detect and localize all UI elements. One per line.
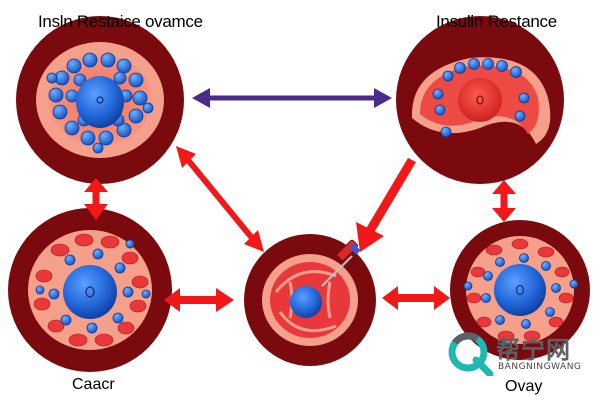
arrow-right-horizontal [382, 286, 450, 310]
nucleus-icon [76, 76, 124, 128]
arrow-diagonal-left [176, 146, 264, 252]
logo-icon [448, 332, 494, 376]
nucleus-icon [458, 78, 502, 122]
cell-top-right [396, 16, 564, 184]
nucleus-icon [63, 265, 117, 319]
vesicle-ring [463, 253, 579, 329]
watermark-text: 帮宁网 [496, 336, 571, 364]
arrow-left-vertical [84, 178, 108, 220]
label-bottom-right: Ovay [505, 378, 543, 395]
vesicle-cluster [46, 52, 154, 154]
nucleus-icon [290, 286, 322, 318]
red-granules [33, 233, 149, 347]
vesicle-ring [35, 239, 151, 334]
nucleus-icon [494, 264, 546, 316]
cell-bottom-left [8, 208, 172, 372]
arrow-left-horizontal [164, 288, 234, 312]
cell-bottom-right [450, 220, 590, 360]
title-top-right: Insulin Restance [436, 12, 557, 31]
title-top-left: Insln Restaice ovamce [38, 12, 203, 31]
cell-top-left [16, 16, 184, 184]
red-granules [466, 238, 574, 342]
arrow-right-vertical [492, 180, 516, 222]
arrow-diagonal-right [356, 158, 416, 252]
watermark-subtext: BANGNINGWANG [498, 362, 582, 372]
label-bottom-left: Caacr [72, 376, 115, 393]
syringe-icon [321, 239, 361, 287]
cell-center [244, 234, 376, 366]
watermark: 帮宁网 BANGNINGWANG [446, 330, 586, 376]
vesicle-chain [432, 58, 530, 138]
arrow-top-double [192, 88, 392, 108]
